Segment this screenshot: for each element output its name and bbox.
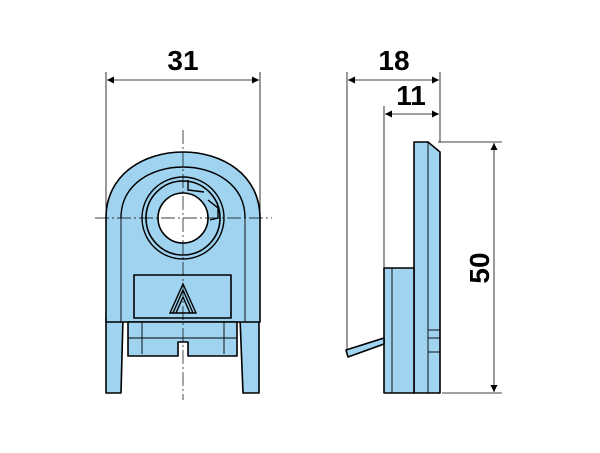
side-front-block <box>383 267 415 394</box>
height-dimension-label: 50 <box>464 252 495 283</box>
label-plate <box>133 274 232 319</box>
front-bottom-skirt <box>127 321 238 357</box>
depth-total-label: 18 <box>378 45 409 76</box>
plate-arrow-middle <box>172 289 194 314</box>
front-view: 31 <box>95 45 272 400</box>
plate-arrow-inner <box>175 296 191 314</box>
depth-partial-label: 11 <box>396 80 426 111</box>
width-dimension-label: 31 <box>167 45 198 76</box>
ring-slit <box>187 180 219 221</box>
front-top-inner-arc <box>120 166 246 219</box>
front-right-leg <box>239 317 260 394</box>
side-back-plate <box>413 141 441 394</box>
front-left-leg <box>105 317 124 394</box>
side-view: 18 11 50 <box>345 45 502 394</box>
side-latch-clip <box>345 337 385 358</box>
